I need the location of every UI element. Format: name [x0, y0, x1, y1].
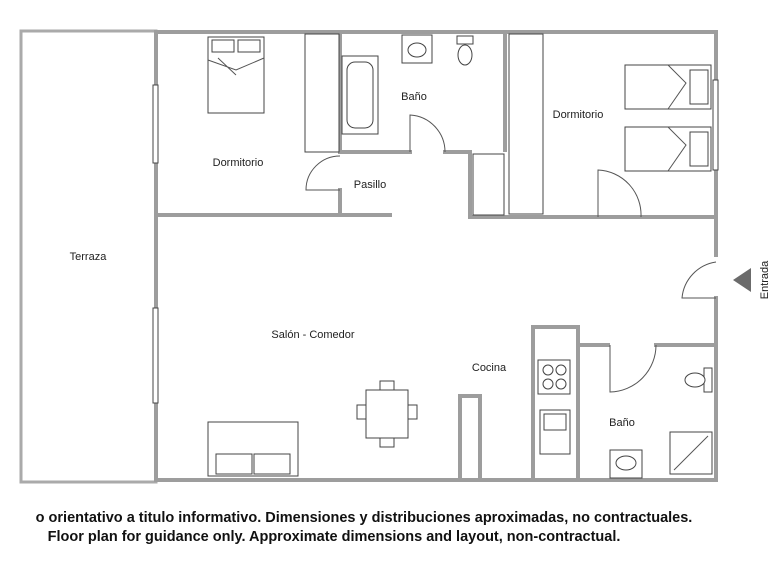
disclaimer-english: Floor plan for guidance only. Approximat… [47, 529, 621, 545]
room-label-bedroom-2: Dormitorio [553, 109, 604, 121]
doors [305, 114, 717, 393]
toilet-icon [456, 35, 474, 66]
sink-icon [401, 34, 433, 64]
disclaimer-spanish: o orientativo a titulo informativo. Dime… [35, 510, 693, 526]
kitchen-sink-icon [539, 409, 571, 455]
entrance-arrow-icon [733, 268, 751, 292]
room-label-hallway: Pasillo [354, 179, 386, 191]
room-label-bathroom-1: Baño [401, 91, 427, 103]
room-label-living-dining: Salón - Comedor [271, 329, 354, 341]
entrance-label: Entrada [759, 260, 768, 299]
bed-single-2 [624, 126, 712, 172]
stove-icon [537, 359, 571, 395]
wardrobes [304, 33, 544, 216]
room-label-bedroom-1: Dormitorio [213, 157, 264, 169]
sofa [207, 421, 299, 477]
shower-icon [669, 431, 713, 475]
bathtub-icon [341, 55, 379, 135]
toilet-icon-2 [684, 367, 713, 393]
walls [154, 30, 718, 482]
room-label-bathroom-2: Baño [609, 417, 635, 429]
sink-icon-2 [609, 449, 643, 479]
dining-table [356, 380, 418, 448]
bed-double [207, 36, 265, 114]
bed-single-1 [624, 64, 712, 110]
windows [152, 79, 719, 404]
room-label-kitchen: Cocina [472, 362, 507, 374]
room-label-terrace: Terraza [70, 251, 108, 263]
